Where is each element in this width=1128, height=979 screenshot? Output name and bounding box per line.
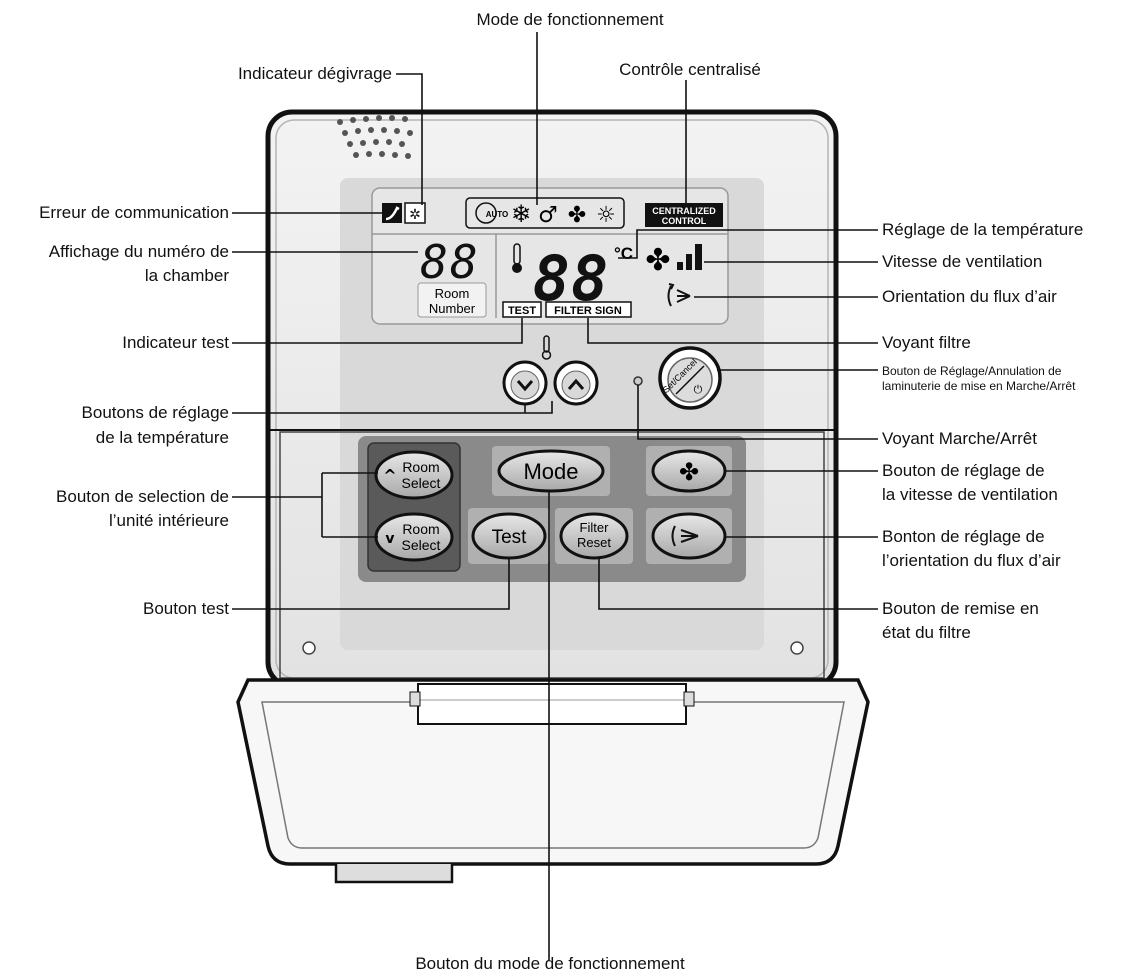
temp-buttons-thermometer-icon — [541, 335, 552, 360]
airflow-direction-icon — [667, 283, 691, 307]
label-mode-fonctionnement: Mode de fonctionnement — [476, 10, 664, 29]
filter-sign-text: FILTER SIGN — [554, 305, 622, 317]
filter-reset-line1: Filter — [580, 520, 610, 535]
fan-icon: ✤ — [679, 458, 699, 486]
room-select-down-button[interactable]: v Room Select — [374, 512, 454, 562]
defrost-icon: ✲ — [404, 202, 426, 224]
centralized-line2: CONTROL — [662, 216, 707, 226]
label-orientation-flux: Orientation du flux d’air — [882, 287, 1057, 306]
auto-mode-icon — [475, 202, 497, 224]
room-number-box — [417, 282, 487, 318]
communication-error-icon — [382, 203, 402, 223]
label-boutons-temperature-line1: Boutons de réglage — [81, 403, 229, 422]
fan-speed-icon: ✤ — [645, 243, 670, 278]
mode-button-label: Mode — [523, 459, 578, 484]
label-erreur-communication: Erreur de communication — [39, 203, 229, 222]
power-icon: ⏻ — [694, 383, 703, 396]
heat-mode-icon: ☼ — [596, 203, 616, 228]
temperature-unit: °C — [614, 244, 633, 263]
label-boutons-temperature-line2: de la température — [95, 428, 229, 447]
label-bouton-selection-line1: Bouton de selection de — [56, 487, 229, 506]
room-number-label2: Number — [429, 301, 476, 316]
chevron-up-icon: ^ — [383, 466, 396, 485]
right-screw — [790, 641, 804, 655]
open-cover[interactable] — [236, 678, 870, 884]
temperature-up-button[interactable] — [553, 360, 599, 406]
label-controle-centralise: Contrôle centralisé — [619, 60, 761, 79]
svg-text:✲: ✲ — [409, 207, 421, 223]
test-indicator-text: TEST — [508, 305, 536, 317]
room-select-down-line1: Room — [402, 521, 439, 537]
chevron-down-icon — [516, 380, 534, 392]
filter-sign-indicator: FILTER SIGN — [545, 301, 632, 318]
room-select-up-line1: Room — [402, 459, 439, 475]
room-select-down-line2: Select — [402, 537, 441, 553]
filter-reset-button[interactable]: Filter Reset — [555, 508, 633, 564]
leader-lines — [232, 32, 878, 960]
label-bouton-vitesse-line2: la vitesse de ventilation — [882, 485, 1058, 504]
label-affichage-numero-line2: la chamber — [144, 266, 229, 285]
airflow-icon — [671, 525, 699, 547]
fan-mode-icon: ✤ — [568, 203, 586, 228]
label-bouton-orientation-line1: Bonton de réglage de — [882, 527, 1045, 546]
cool-mode-icon: ❄ — [511, 200, 531, 228]
label-bouton-selection-line2: l’unité intérieure — [108, 511, 229, 530]
filter-reset-line2: Reset — [577, 535, 611, 550]
mode-icons: AUTO ❄ ♂ ✤ ☼ — [465, 197, 625, 229]
auto-text: AUTO — [486, 210, 509, 219]
left-screw — [302, 641, 316, 655]
label-voyant-marche-arret: Voyant Marche/Arrêt — [882, 429, 1037, 448]
label-bouton-reglage-annulation-line2: laminuterie de mise en Marche/Arrêt — [882, 379, 1076, 393]
set-cancel-power-button[interactable]: Set/Cancel ⏻ — [658, 346, 722, 410]
room-select-up-line2: Select — [402, 475, 441, 491]
airflow-direction-button[interactable] — [646, 508, 732, 564]
centralized-control-badge: CENTRALIZED CONTROL — [645, 203, 723, 227]
label-bouton-reglage-annulation-line1: Bouton de Réglage/Annulation de — [882, 364, 1062, 378]
chevron-up-icon — [567, 378, 585, 390]
room-number-digits: 88 — [420, 235, 479, 289]
test-indicator: TEST — [502, 301, 542, 318]
label-bouton-mode: Bouton du mode de fonctionnement — [415, 954, 685, 973]
label-bouton-remise-line2: état du filtre — [882, 623, 971, 642]
dry-mode-icon: ♂ — [538, 203, 558, 228]
temperature-down-button[interactable] — [502, 360, 548, 406]
chevron-down-icon: v — [385, 531, 394, 547]
power-led — [633, 376, 643, 386]
thermometer-icon — [512, 243, 522, 273]
lower-section — [279, 431, 825, 679]
test-button[interactable]: Test — [468, 508, 550, 564]
label-indicateur-test: Indicateur test — [122, 333, 229, 352]
label-indicateur-degivrage: Indicateur dégivrage — [237, 64, 392, 83]
centralized-line1: CENTRALIZED — [652, 206, 716, 216]
room-number-label1: Room — [435, 286, 470, 301]
fan-speed-button[interactable]: ✤ — [646, 446, 732, 496]
label-voyant-filtre: Voyant filtre — [882, 333, 971, 352]
test-button-label: Test — [492, 527, 528, 548]
room-select-up-button[interactable]: ^ Room Select — [374, 450, 454, 500]
label-bouton-test: Bouton test — [142, 599, 229, 618]
label-bouton-orientation-line2: l’orientation du flux d’air — [882, 551, 1061, 570]
label-bouton-vitesse-line1: Bouton de réglage de — [882, 461, 1045, 480]
label-reglage-temperature: Réglage de la température — [882, 220, 1084, 239]
fan-speed-bars — [677, 244, 702, 270]
mode-button[interactable]: Mode — [492, 446, 610, 496]
label-bouton-remise-line1: Bouton de remise en — [882, 599, 1039, 618]
label-affichage-numero-line1: Affichage du numéro de — [48, 242, 229, 261]
speaker-grille — [337, 115, 413, 159]
label-vitesse-ventilation: Vitesse de ventilation — [882, 252, 1043, 271]
